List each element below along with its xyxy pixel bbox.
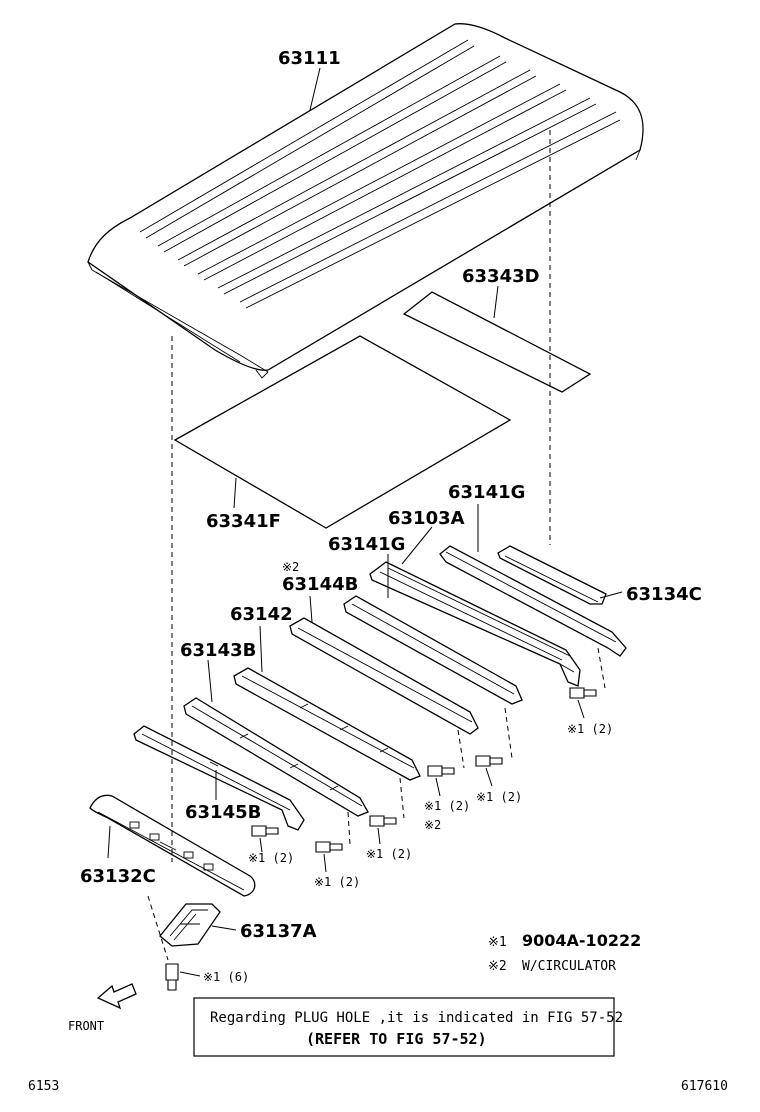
label-63134C: 63134C <box>626 584 702 605</box>
legend-code1: 9004A-10222 <box>522 931 641 950</box>
legend-code2: W/CIRCULATOR <box>522 959 616 974</box>
leader-63343D <box>493 285 499 319</box>
roof-reinforcement-g-left <box>343 595 523 705</box>
bracket <box>159 903 221 947</box>
bolt-e <box>427 765 455 777</box>
label-63141G-right: 63141G <box>448 482 525 503</box>
bolt-c-guide <box>347 811 351 845</box>
leader-bolt-b <box>485 767 493 787</box>
note-bolt-c: ※1 (2) <box>314 875 360 889</box>
roof-reinforcement-b3 <box>183 697 369 817</box>
leader-63134C <box>599 591 623 599</box>
note-bolt-a: ※1 (2) <box>567 722 613 736</box>
label-63343D: 63343D <box>462 266 540 287</box>
front-header <box>89 794 256 897</box>
label-63141G-left: 63141G <box>328 534 405 555</box>
label-63111: 63111 <box>278 48 341 69</box>
roof-reinforcement-b4 <box>289 617 479 735</box>
bolt-b-guide <box>504 707 513 759</box>
bolt-bracket <box>165 963 179 991</box>
note-bolt-b: ※1 (2) <box>476 790 522 804</box>
front-arrow-icon <box>96 983 137 1010</box>
note-bolt-e-mark2: ※2 <box>424 818 441 832</box>
leader-bolt-a <box>577 699 585 719</box>
leader-63111 <box>309 67 321 111</box>
silencer-pad-front <box>173 335 512 529</box>
bolt-e-guide <box>457 729 465 769</box>
silencer-pad-rear <box>402 291 592 393</box>
leader-63142 <box>259 625 263 673</box>
bolt-f <box>251 825 279 837</box>
leader-63341F <box>233 477 237 509</box>
bolt-c <box>315 841 343 853</box>
bolt-d <box>369 815 397 827</box>
roof-side-rail <box>369 561 581 687</box>
leader-bolt-e <box>435 777 441 797</box>
footer-left-code: 6153 <box>28 1079 59 1094</box>
front-label: FRONT <box>68 1019 104 1033</box>
label-63144B: 63144B <box>282 574 358 595</box>
label-63132C: 63132C <box>80 866 156 887</box>
legend-mark1: ※1 <box>488 935 507 950</box>
leader-bolt-d <box>377 827 381 845</box>
rear-header <box>497 545 607 605</box>
leader-63137A <box>211 925 237 931</box>
leader-63144B <box>309 595 313 623</box>
label-63341F: 63341F <box>206 511 281 532</box>
label-63103A: 63103A <box>388 508 465 529</box>
info-box-line1: Regarding PLUG HOLE ,it is indicated in … <box>210 1010 623 1026</box>
label-63137A: 63137A <box>240 921 317 942</box>
info-box <box>193 997 615 1057</box>
bolt-b <box>475 755 503 767</box>
note-bolt-bracket: ※1 (6) <box>203 970 249 984</box>
note-bolt-e: ※1 (2) <box>424 799 470 813</box>
note-w-circ: ※2 <box>282 560 299 574</box>
info-box-line2: (REFER TO FIG 57-52) <box>306 1030 487 1048</box>
label-63145B: 63145B <box>185 802 261 823</box>
leader-bolt-bracket <box>179 971 201 977</box>
legend-mark2: ※2 <box>488 959 507 974</box>
leader-bolt-c <box>323 853 327 873</box>
bolt-a <box>569 687 597 699</box>
roof-reinforcement-2 <box>233 667 421 781</box>
bracket-guide <box>147 895 169 961</box>
note-bolt-f: ※1 (2) <box>248 851 294 865</box>
leader-bolt-f <box>259 837 263 853</box>
bolt-a-guide <box>597 647 606 689</box>
label-63143B: 63143B <box>180 640 256 661</box>
note-bolt-d: ※1 (2) <box>366 847 412 861</box>
label-63142: 63142 <box>230 604 293 625</box>
roof-panel <box>87 23 644 379</box>
footer-right-code: 617610 <box>681 1079 728 1094</box>
leader-63132C <box>107 825 111 859</box>
leader-63103A <box>401 526 433 565</box>
leader-63143B <box>207 659 213 703</box>
roof-reinforcement-g-right <box>439 545 627 657</box>
bolt-d-guide <box>399 777 405 819</box>
